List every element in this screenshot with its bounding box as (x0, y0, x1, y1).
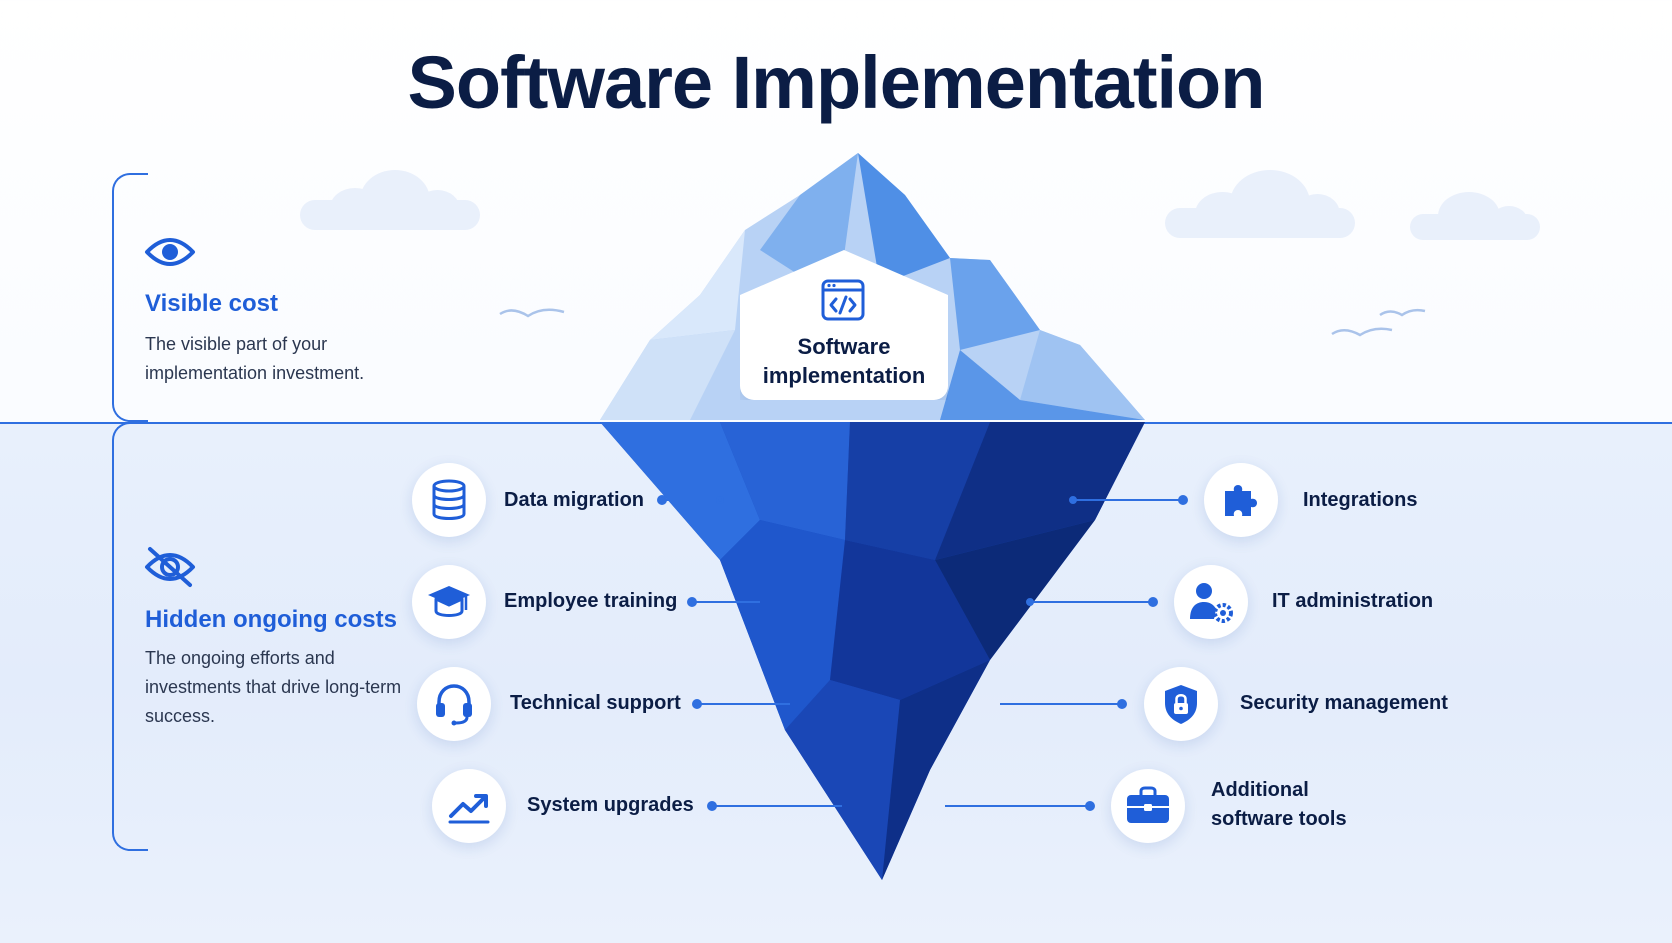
peak-label: Software implementation (762, 334, 926, 388)
integrations-badge (1204, 463, 1278, 537)
cloud-left (300, 170, 480, 230)
security-management-label: Security management (1240, 692, 1448, 714)
technical-support-label: Technical support (510, 692, 681, 714)
hidden-cost-heading: Hidden ongoing costs (145, 606, 397, 633)
shield-lock-icon (1165, 685, 1197, 724)
briefcase-icon (1127, 786, 1169, 823)
employee-training-label: Employee training (504, 590, 678, 612)
hidden-cost-bracket (112, 422, 148, 851)
database-icon (432, 479, 466, 520)
cloud-right-2 (1410, 192, 1540, 240)
visible-cost-description: The visible part of your implementation … (145, 334, 365, 383)
eye-icon (145, 238, 195, 266)
visible-cost-heading: Visible cost (145, 290, 278, 317)
additional-software-tools-label: Additional software tools (1211, 779, 1347, 830)
code-window-icon (821, 279, 865, 321)
data-migration-badge (412, 463, 486, 537)
employee-training-badge (412, 565, 486, 639)
bird-left (499, 308, 565, 318)
integrations-label: Integrations (1303, 489, 1418, 511)
data-migration-label: Data migration (504, 489, 645, 511)
technical-support-badge (417, 667, 491, 741)
it-administration-label: IT administration (1272, 590, 1434, 612)
bird-right-2 (1379, 308, 1426, 317)
cloud-right-1 (1165, 170, 1355, 238)
security-management-badge (1144, 667, 1218, 741)
trend-up-icon (448, 794, 490, 824)
it-administration-badge (1174, 565, 1248, 639)
headset-icon (436, 684, 472, 726)
graduation-cap-icon (428, 586, 470, 617)
system-upgrades-badge (432, 769, 506, 843)
page-title: Software Implementation (407, 41, 1266, 124)
eye-off-icon (145, 547, 195, 587)
system-upgrades-label: System upgrades (527, 794, 694, 816)
puzzle-icon (1225, 485, 1257, 516)
hidden-cost-description: The ongoing efforts and investments that… (145, 648, 402, 726)
user-gear-icon (1190, 583, 1233, 623)
bird-right-1 (1331, 327, 1393, 337)
visible-cost-bracket (112, 173, 148, 422)
additional-software-tools-badge (1111, 769, 1185, 843)
